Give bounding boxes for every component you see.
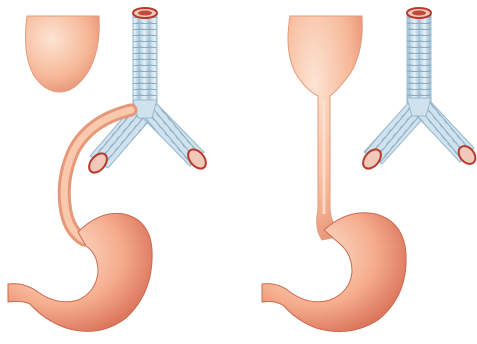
stomach-right xyxy=(262,213,406,332)
right-panel xyxy=(262,8,477,332)
trachea xyxy=(86,8,210,176)
left-panel xyxy=(8,8,209,331)
trachea-right xyxy=(360,8,477,172)
upper-esophageal-pouch xyxy=(25,16,99,92)
stomach xyxy=(8,213,152,331)
